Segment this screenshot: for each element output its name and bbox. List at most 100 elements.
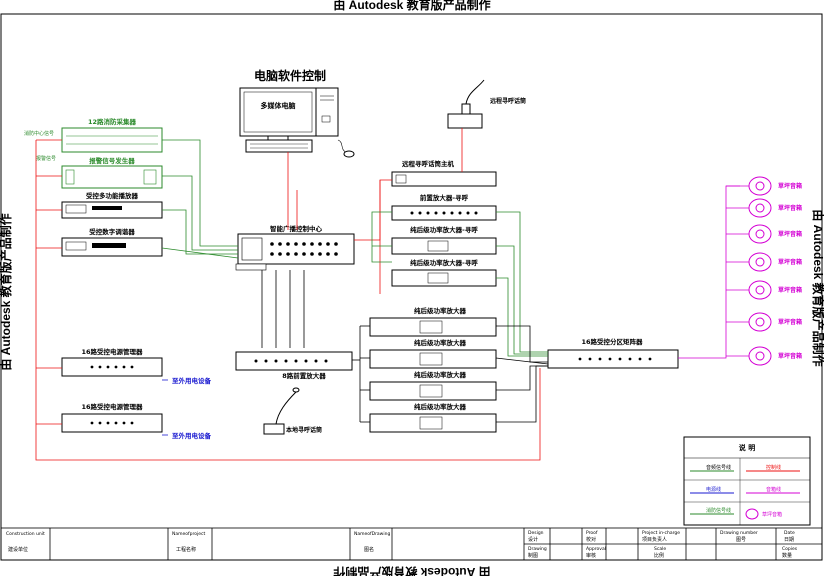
remote-host-unit bbox=[391, 171, 497, 187]
remote-host-label: 远程寻呼话筒主机 bbox=[402, 159, 455, 168]
amp-paging-1-label: 纯后级功率放大器-寻呼 bbox=[410, 225, 478, 234]
tb-design-cn: 设计 bbox=[528, 536, 538, 543]
lawn-speaker-cone bbox=[755, 351, 765, 361]
remote-mic-label: 远程寻呼话筒 bbox=[490, 97, 526, 105]
lawn-speaker-icon bbox=[748, 176, 772, 196]
legend-power: 电源线 bbox=[706, 486, 721, 493]
tb-copies-en: Copies bbox=[782, 546, 798, 552]
legend-audio: 音频信号线 bbox=[706, 464, 731, 471]
to-equipment-2-label: 至外用电设备 bbox=[172, 431, 212, 440]
lawn-speaker-label: 草坪音箱 bbox=[778, 352, 802, 360]
watermark-right: 由 Autodesk 教育版产品制作 bbox=[811, 209, 824, 366]
lawn-speaker-cone bbox=[755, 285, 765, 295]
tb-construction-en: Construction unit bbox=[6, 531, 45, 537]
tb-drawing-en: NameofDrawing bbox=[354, 531, 390, 537]
diagram-title: 电脑软件控制 bbox=[254, 68, 326, 83]
tb-scale-cn: 比例 bbox=[654, 552, 664, 559]
broadcast-center-unit bbox=[235, 233, 355, 271]
tb-drawing2-cn: 制图 bbox=[528, 552, 538, 559]
tb-construction-cn: 建设单位 bbox=[8, 546, 28, 553]
lawn-speaker-cone bbox=[755, 181, 765, 191]
local-mic-icon bbox=[263, 387, 300, 435]
watermark-top: 由 Autodesk 教育版产品制作 bbox=[333, 0, 490, 12]
media-player-label: 受控多功能播放器 bbox=[86, 191, 139, 200]
lawn-speaker-label: 草坪音箱 bbox=[778, 182, 802, 190]
to-equipment-1-label: 至外用电设备 bbox=[172, 376, 212, 385]
legend-box bbox=[683, 436, 811, 526]
lawn-speaker-label: 草坪音箱 bbox=[778, 286, 802, 294]
power-lines bbox=[162, 379, 168, 436]
pc-tower bbox=[315, 87, 355, 158]
tuner-label: 受控数字调谐器 bbox=[89, 227, 135, 236]
fire-collector-unit bbox=[61, 127, 163, 153]
amp-1-label: 纯后级功率放大器 bbox=[414, 306, 467, 315]
amp-paging-2-label: 纯后级功率放大器-寻呼 bbox=[410, 258, 478, 267]
preamp-paging-label: 前置放大器-寻呼 bbox=[420, 193, 469, 202]
tb-number-cn: 图号 bbox=[736, 537, 746, 543]
tb-approval-cn: 审核 bbox=[586, 552, 596, 559]
tb-approval-en: Approval bbox=[586, 546, 606, 552]
lawn-speaker-icon bbox=[748, 346, 772, 366]
power-manager-1-unit bbox=[61, 357, 163, 377]
legend-lawn: 草坪音箱 bbox=[762, 511, 782, 518]
signal-lines bbox=[261, 270, 549, 423]
lawn-speaker-label: 草坪音箱 bbox=[778, 230, 802, 238]
watermark-bottom: 由 Autodesk 教育版产品制作 bbox=[333, 565, 490, 576]
tb-project-cn: 工程名称 bbox=[176, 546, 196, 553]
audio-lines bbox=[161, 139, 548, 357]
power-manager-2-label: 16路受控电源管理器 bbox=[81, 402, 143, 411]
tb-pic-en: Project in-charge bbox=[642, 530, 680, 536]
tb-date-cn: 日期 bbox=[784, 537, 794, 543]
tb-drawing-cn: 图名 bbox=[364, 546, 374, 553]
tb-proof-en: Proof bbox=[586, 530, 598, 536]
tb-copies-cn: 数量 bbox=[782, 552, 792, 559]
alarm-side-label: 报警信号 bbox=[36, 155, 56, 162]
lawn-speaker-label: 草坪音箱 bbox=[778, 258, 802, 266]
local-mic-label: 本地寻呼话筒 bbox=[286, 426, 322, 434]
amp-paging-1-unit bbox=[391, 237, 497, 255]
lawn-speaker-icon bbox=[748, 312, 772, 332]
lawn-speaker-icon bbox=[748, 198, 772, 218]
tb-drawing2-en: Drawing bbox=[528, 546, 547, 552]
alarm-generator-unit bbox=[61, 165, 163, 189]
amp-4-label: 纯后级功率放大器 bbox=[414, 402, 467, 411]
title-block-labels: Construction unit 建设单位 Nameofproject 工程名… bbox=[6, 530, 798, 559]
preamp-8ch-unit bbox=[235, 351, 353, 371]
speaker-lines bbox=[678, 185, 749, 359]
pc-label: 多媒体电脑 bbox=[261, 101, 296, 110]
broadcast-center-label: 智能广播控制中心 bbox=[270, 224, 323, 233]
amp-2-label: 纯后级功率放大器 bbox=[414, 338, 467, 347]
lawn-speaker-cone bbox=[755, 317, 765, 327]
amp-paging-2-unit bbox=[391, 269, 497, 287]
zone-matrix-label: 16路受控分区矩阵器 bbox=[581, 337, 643, 346]
amp-4-unit bbox=[369, 413, 497, 433]
preamp-paging-unit bbox=[391, 205, 497, 221]
tb-proof-cn: 校对 bbox=[586, 536, 596, 543]
tb-pic-cn: 项目负责人 bbox=[642, 536, 667, 543]
remote-mic-icon bbox=[447, 79, 485, 129]
legend-title: 说 明 bbox=[739, 443, 755, 452]
lawn-speaker-label: 草坪音箱 bbox=[778, 204, 802, 212]
lawn-speaker-label: 草坪音箱 bbox=[778, 318, 802, 326]
media-player-unit bbox=[61, 201, 163, 219]
lawn-speaker-icon bbox=[748, 252, 772, 272]
tb-scale-en: Scale bbox=[654, 546, 666, 552]
fire-center-label: 消防中心信号 bbox=[24, 130, 54, 137]
tb-number-en: Drawing number bbox=[720, 530, 758, 536]
power-manager-2-unit bbox=[61, 413, 163, 433]
lawn-speaker-cone bbox=[755, 203, 765, 213]
control-lines bbox=[35, 128, 541, 461]
amp-2-unit bbox=[369, 349, 497, 369]
title-block bbox=[0, 527, 823, 561]
lawn-speaker-cone bbox=[755, 229, 765, 239]
amp-3-unit bbox=[369, 381, 497, 401]
legend-fire: 消防信号线 bbox=[706, 507, 731, 514]
legend-control: 控制线 bbox=[766, 464, 781, 471]
power-manager-1-label: 16路受控电源管理器 bbox=[81, 347, 143, 356]
zone-matrix-unit bbox=[547, 349, 679, 369]
tb-project-en: Nameofproject bbox=[172, 531, 205, 537]
pc-monitor bbox=[239, 87, 317, 153]
fire-collector-label: 12路消防采集器 bbox=[88, 117, 137, 126]
